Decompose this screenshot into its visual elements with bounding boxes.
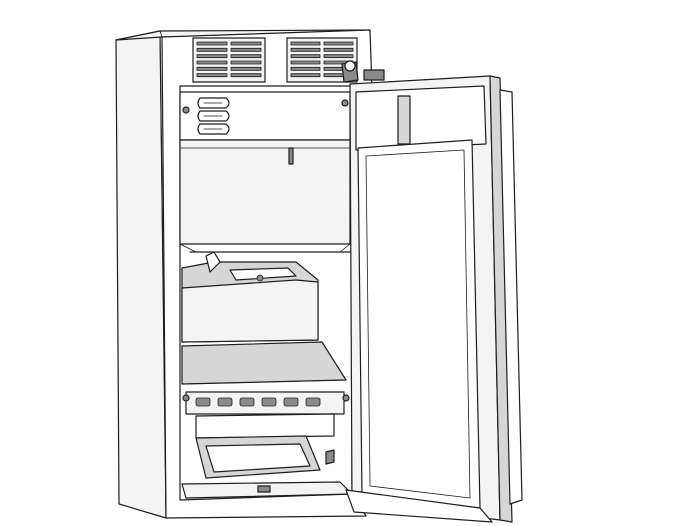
vent-slat	[290, 41, 321, 46]
vent-slat	[230, 60, 262, 65]
door-edge	[489, 75, 513, 523]
rack-tab	[195, 397, 211, 407]
vent-slat	[196, 60, 228, 65]
rack-tab	[217, 397, 233, 407]
vent-slat	[230, 54, 262, 59]
drawer-rack	[182, 391, 350, 479]
vent-slat	[323, 41, 354, 46]
upper-compartment	[179, 139, 351, 253]
glass-shelf	[181, 341, 347, 385]
vent-slat	[290, 47, 321, 52]
vent-slat	[230, 41, 262, 46]
latch	[288, 147, 294, 165]
vent-grilles	[192, 37, 358, 83]
vent-slat	[196, 54, 228, 59]
control-panel	[179, 91, 351, 141]
handle-slot	[325, 449, 335, 465]
vent-slat	[196, 66, 228, 71]
rack-tab	[261, 397, 277, 407]
vent-slat	[196, 47, 228, 52]
drawer-body	[195, 413, 335, 439]
rack-tab	[305, 397, 321, 407]
vent-slat	[230, 73, 262, 78]
screw-left	[182, 106, 190, 114]
door-handle	[499, 89, 523, 505]
cabinet-left-side	[115, 30, 167, 519]
vent-slat	[323, 47, 354, 52]
vent-slat	[290, 73, 321, 78]
vent-slat	[230, 66, 262, 71]
door-glass	[357, 139, 481, 509]
door-top-bar	[397, 95, 411, 145]
floor-clip	[257, 485, 271, 493]
vent-slat	[290, 66, 321, 71]
upper-compartment-box	[179, 139, 351, 245]
vent-slat	[290, 54, 321, 59]
rack-tab	[283, 397, 299, 407]
vent-slat	[323, 54, 354, 59]
rack-tab	[239, 397, 255, 407]
inner-unit	[181, 251, 319, 343]
door	[345, 75, 523, 523]
vent-slat	[196, 73, 228, 78]
vent-slat	[290, 60, 321, 65]
shelf-surface	[181, 341, 347, 385]
vent-slat	[196, 41, 228, 46]
door-hinge	[341, 60, 385, 83]
screw-right	[341, 99, 349, 107]
vent-slat	[230, 47, 262, 52]
